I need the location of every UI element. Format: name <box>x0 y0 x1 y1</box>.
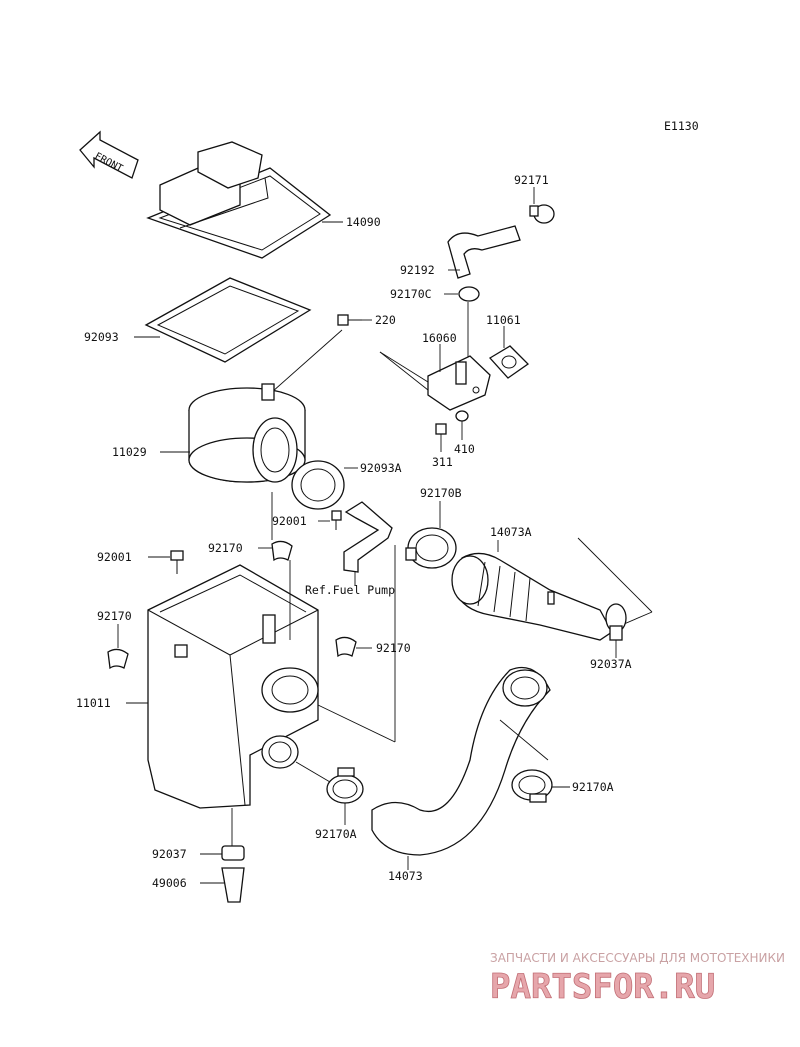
air-cleaner-cover <box>146 141 332 259</box>
label-92037A: 92037A <box>590 657 632 671</box>
clamp-92171 <box>529 204 555 224</box>
clamp-92037A <box>605 603 627 641</box>
intake-duct-14073 <box>371 666 551 856</box>
washer-410 <box>455 410 469 422</box>
clip-92170-upper <box>271 540 293 562</box>
label-92170-left: 92170 <box>97 609 132 623</box>
breather-housing-16060 <box>427 355 491 411</box>
label-92093A: 92093A <box>360 461 402 475</box>
label-14090: 14090 <box>346 215 381 229</box>
clip-92170-right <box>335 636 357 658</box>
label-92170-right: 92170 <box>376 641 411 655</box>
label-220: 220 <box>375 313 396 327</box>
label-410: 410 <box>454 442 475 456</box>
label-92170A-right: 92170A <box>572 780 614 794</box>
label-92001-upper: 92001 <box>272 514 307 528</box>
clamp-92170A-right <box>511 769 553 803</box>
label-11061: 11061 <box>486 313 521 327</box>
watermark-brand: PARTSFOR.RU <box>490 967 715 1007</box>
label-92093: 92093 <box>84 330 119 344</box>
front-arrow-icon: FRONT <box>79 130 139 179</box>
label-14073: 14073 <box>388 869 423 883</box>
label-92192: 92192 <box>400 263 435 277</box>
label-92170C: 92170C <box>390 287 432 301</box>
clamp-92170B <box>405 527 457 569</box>
label-311: 311 <box>432 455 453 469</box>
bolt-220 <box>337 314 362 326</box>
air-cleaner-case <box>147 564 319 809</box>
ref-fuel-pump-note: Ref.Fuel Pump <box>305 583 395 597</box>
clamp-92170A-lower <box>326 767 364 804</box>
breather-hose-92192 <box>447 225 521 279</box>
air-filter-element <box>188 383 306 483</box>
gasket-11061 <box>488 345 530 379</box>
clip-92170-left <box>107 648 129 670</box>
label-11029: 11029 <box>112 445 147 459</box>
clamp-92037 <box>221 845 245 861</box>
label-11011: 11011 <box>76 696 111 710</box>
intake-boot-14073A <box>451 552 613 641</box>
label-14073A: 14073A <box>490 525 532 539</box>
label-92171: 92171 <box>514 173 549 187</box>
label-16060: 16060 <box>422 331 457 345</box>
clamp-92170C <box>458 286 480 302</box>
nut-311 <box>435 423 447 435</box>
gasket-92093 <box>144 277 312 363</box>
label-92037: 92037 <box>152 847 187 861</box>
label-92170B: 92170B <box>420 486 462 500</box>
bolt-92001-upper <box>331 510 342 530</box>
mounting-bracket <box>343 501 393 573</box>
drain-tube-49006 <box>221 867 245 903</box>
label-49006: 49006 <box>152 876 187 890</box>
bolt-92001-left <box>170 550 184 574</box>
watermark-tagline: ЗАПЧАСТИ И АКСЕССУАРЫ ДЛЯ МОТОТЕХНИКИ <box>490 951 785 965</box>
label-92170-upper: 92170 <box>208 541 243 555</box>
label-92001-left: 92001 <box>97 550 132 564</box>
diagram-code: E1130 <box>664 119 699 133</box>
label-92170A-lower: 92170A <box>315 827 357 841</box>
ring-92093A <box>291 460 345 510</box>
